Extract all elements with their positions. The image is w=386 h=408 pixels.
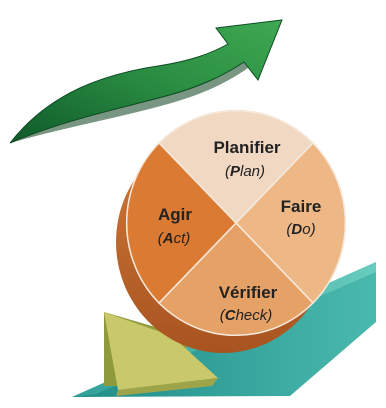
act-title: Agir (158, 205, 192, 224)
quadrant-check (157, 221, 315, 337)
growth-arrow-icon (9, 19, 283, 144)
label-check: Vérifier (Check) (219, 283, 278, 324)
do-title: Faire (281, 197, 322, 216)
check-subtitle: (Check) (220, 307, 273, 324)
quadrant-plan (157, 109, 315, 225)
pdca-wheel (126, 109, 346, 337)
check-title: Vérifier (219, 283, 278, 302)
plan-title: Planifier (213, 138, 280, 157)
act-subtitle: (Act) (158, 230, 191, 247)
quadrant-do (234, 141, 346, 305)
label-do: Faire (Do) (281, 197, 322, 238)
do-subtitle: (Do) (286, 221, 315, 238)
label-plan: Planifier (Plan) (213, 138, 280, 180)
plan-subtitle: (Plan) (225, 163, 265, 180)
quadrant-act (126, 141, 238, 305)
label-act: Agir (Act) (158, 205, 193, 247)
